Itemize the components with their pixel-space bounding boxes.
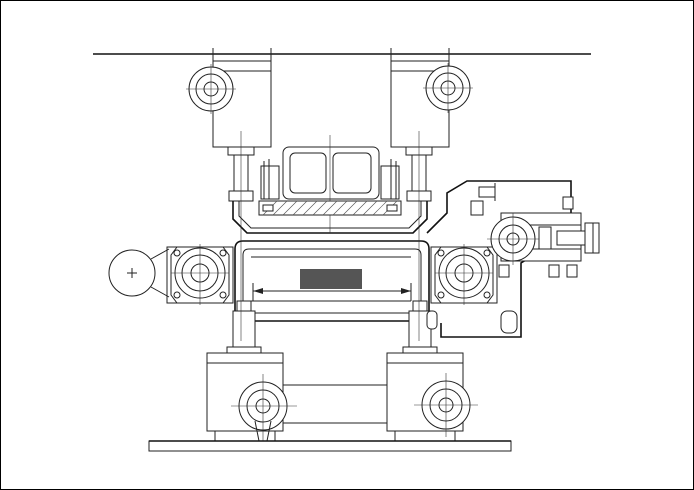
lower-left-connector: [226, 300, 262, 354]
redacted-label-block: [300, 269, 362, 289]
left-idler-circle: [108, 248, 170, 298]
bottom-left-pulley: [231, 374, 297, 442]
upper-bracket: [232, 135, 428, 234]
base-plate: [148, 440, 512, 452]
top-left-pulley: [186, 64, 236, 114]
right-bearing-block: [430, 244, 498, 305]
right-arm-bracket: [426, 180, 600, 338]
top-right-pulley: [423, 63, 473, 113]
bottom-right-pulley: [414, 373, 478, 437]
left-bearing-block: [166, 244, 234, 305]
middle-frame: [234, 240, 430, 322]
lower-right-connector: [402, 300, 438, 354]
